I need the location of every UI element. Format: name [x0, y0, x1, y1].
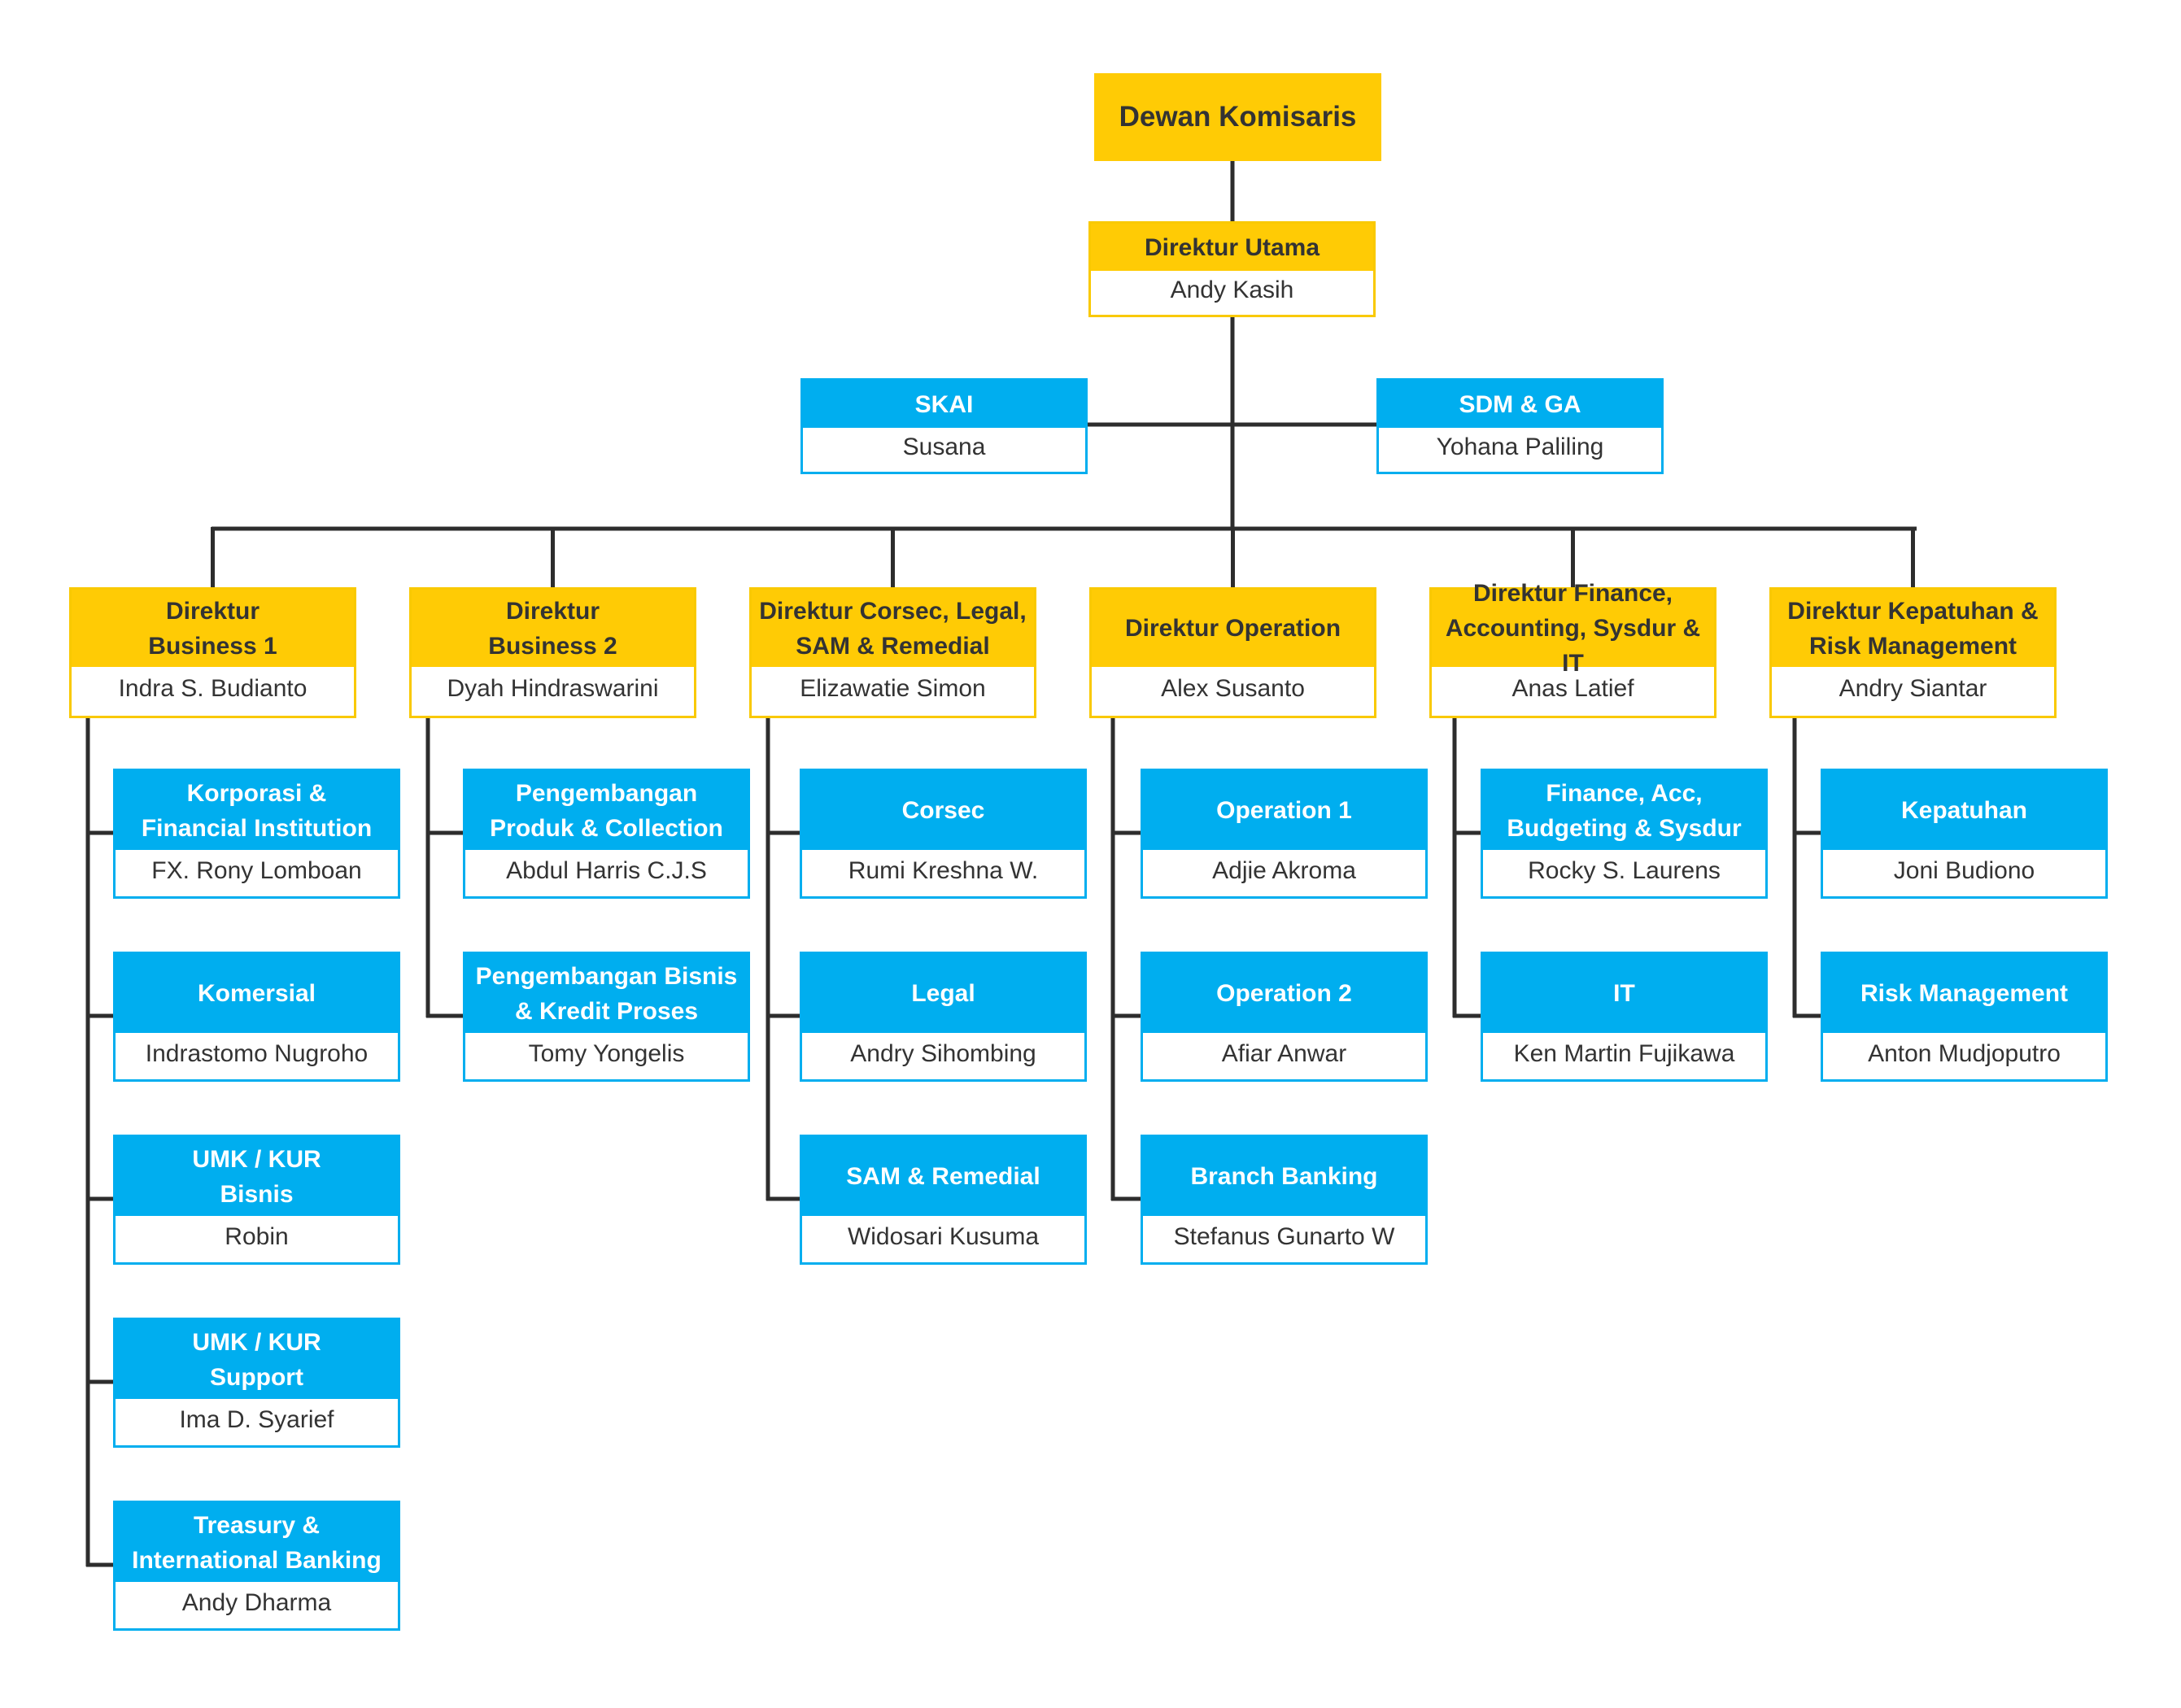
skai-title: SKAI: [803, 381, 1085, 428]
unit-finance-acc-budgeting-sysdur-title: Finance, Acc, Budgeting & Sysdur: [1483, 771, 1765, 850]
unit-it-box: IT Ken Martin Fujikawa: [1481, 952, 1768, 1082]
director-5-name: Anas Latief: [1511, 675, 1634, 702]
unit-treasury-international-banking-name: Andy Dharma: [181, 1588, 332, 1616]
director-4-name: Alex Susanto: [1161, 675, 1305, 702]
unit-pengembangan-bisnis-kredit-proses-name: Tomy Yongelis: [528, 1039, 685, 1067]
unit-sam-remedial-name: Widosari Kusuma: [847, 1222, 1040, 1250]
unit-umk-kur-bisnis-title: UMK / KUR Bisnis: [116, 1137, 398, 1216]
unit-corsec-name: Rumi Kreshna W.: [848, 856, 1039, 884]
unit-operation-1-name: Adjie Akroma: [1212, 856, 1356, 884]
unit-treasury-international-banking-title: Treasury & International Banking: [116, 1503, 398, 1582]
unit-operation-2-name: Afiar Anwar: [1221, 1039, 1347, 1067]
unit-pengembangan-bisnis-kredit-proses-title: Pengembangan Bisnis & Kredit Proses: [465, 954, 748, 1033]
unit-umk-kur-support-name: Ima D. Syarief: [179, 1405, 334, 1433]
unit-corsec-title: Corsec: [802, 771, 1084, 850]
unit-branch-banking-title: Branch Banking: [1143, 1137, 1425, 1216]
unit-komersial-name: Indrastomo Nugroho: [145, 1039, 369, 1067]
unit-finance-acc-budgeting-sysdur-name: Rocky S. Laurens: [1528, 856, 1721, 884]
unit-umk-kur-support-title: UMK / KUR Support: [116, 1320, 398, 1399]
unit-kepatuhan-name: Joni Budiono: [1893, 856, 2035, 884]
board-of-commissioners-box: Dewan Komisaris: [1094, 73, 1381, 161]
director-2-title: Direktur Business 2: [412, 590, 694, 667]
unit-it-title: IT: [1483, 954, 1765, 1033]
director-1-box: Direktur Business 1 Indra S. Budianto: [69, 587, 356, 718]
director-6-title: Direktur Kepatuhan & Risk Management: [1772, 590, 2054, 667]
sdm-ga-title: SDM & GA: [1379, 381, 1661, 428]
director-1-name: Indra S. Budianto: [118, 675, 308, 702]
director-6-name: Andry Siantar: [1839, 675, 1987, 702]
unit-korporasi-financial-institution-title: Korporasi & Financial Institution: [116, 771, 398, 850]
board-title: Dewan Komisaris: [1119, 101, 1357, 133]
director-2-name: Dyah Hindraswarini: [447, 675, 659, 702]
director-2-box: Direktur Business 2 Dyah Hindraswarini: [409, 587, 696, 718]
unit-komersial-title: Komersial: [116, 954, 398, 1033]
unit-korporasi-financial-institution-name: FX. Rony Lomboan: [151, 856, 362, 884]
unit-branch-banking-name: Stefanus Gunarto W: [1173, 1222, 1395, 1250]
unit-operation-1-title: Operation 1: [1143, 771, 1425, 850]
director-3-title: Direktur Corsec, Legal, SAM & Remedial: [752, 590, 1034, 667]
unit-risk-management-name: Anton Mudjoputro: [1868, 1039, 2061, 1067]
unit-it-name: Ken Martin Fujikawa: [1513, 1039, 1735, 1067]
director-5-box: Direktur Finance, Accounting, Sysdur & I…: [1429, 580, 1716, 718]
sdm-ga-box: SDM & GA Yohana Paliling: [1376, 378, 1664, 474]
director-3-name: Elizawatie Simon: [800, 675, 986, 702]
unit-sam-remedial-title: SAM & Remedial: [802, 1137, 1084, 1216]
skai-box: SKAI Susana: [800, 378, 1088, 474]
unit-kepatuhan-title: Kepatuhan: [1823, 771, 2105, 850]
sdm-ga-name: Yohana Paliling: [1436, 434, 1604, 460]
director-1-title: Direktur Business 1: [72, 590, 354, 667]
president-name: Andy Kasih: [1170, 277, 1294, 303]
unit-operation-2-title: Operation 2: [1143, 954, 1425, 1033]
unit-risk-management-title: Risk Management: [1823, 954, 2105, 1033]
director-4-title: Direktur Operation: [1092, 590, 1374, 667]
unit-legal-name: Andry Sihombing: [850, 1039, 1036, 1067]
skai-name: Susana: [902, 434, 986, 460]
unit-operation-1-box: Operation 1 Adjie Akroma: [1141, 769, 1428, 899]
unit-pengembangan-produk-collection-title: Pengembangan Produk & Collection: [465, 771, 748, 850]
unit-legal-title: Legal: [802, 954, 1084, 1033]
president-title: Direktur Utama: [1091, 224, 1373, 271]
unit-pengembangan-produk-collection-name: Abdul Harris C.J.S: [506, 856, 707, 884]
unit-umk-kur-bisnis-name: Robin: [225, 1222, 289, 1250]
president-director-box: Direktur Utama Andy Kasih: [1088, 221, 1376, 317]
unit-operation-2-box: Operation 2 Afiar Anwar: [1141, 952, 1428, 1082]
director-5-title: Direktur Finance, Accounting, Sysdur & I…: [1432, 580, 1714, 677]
